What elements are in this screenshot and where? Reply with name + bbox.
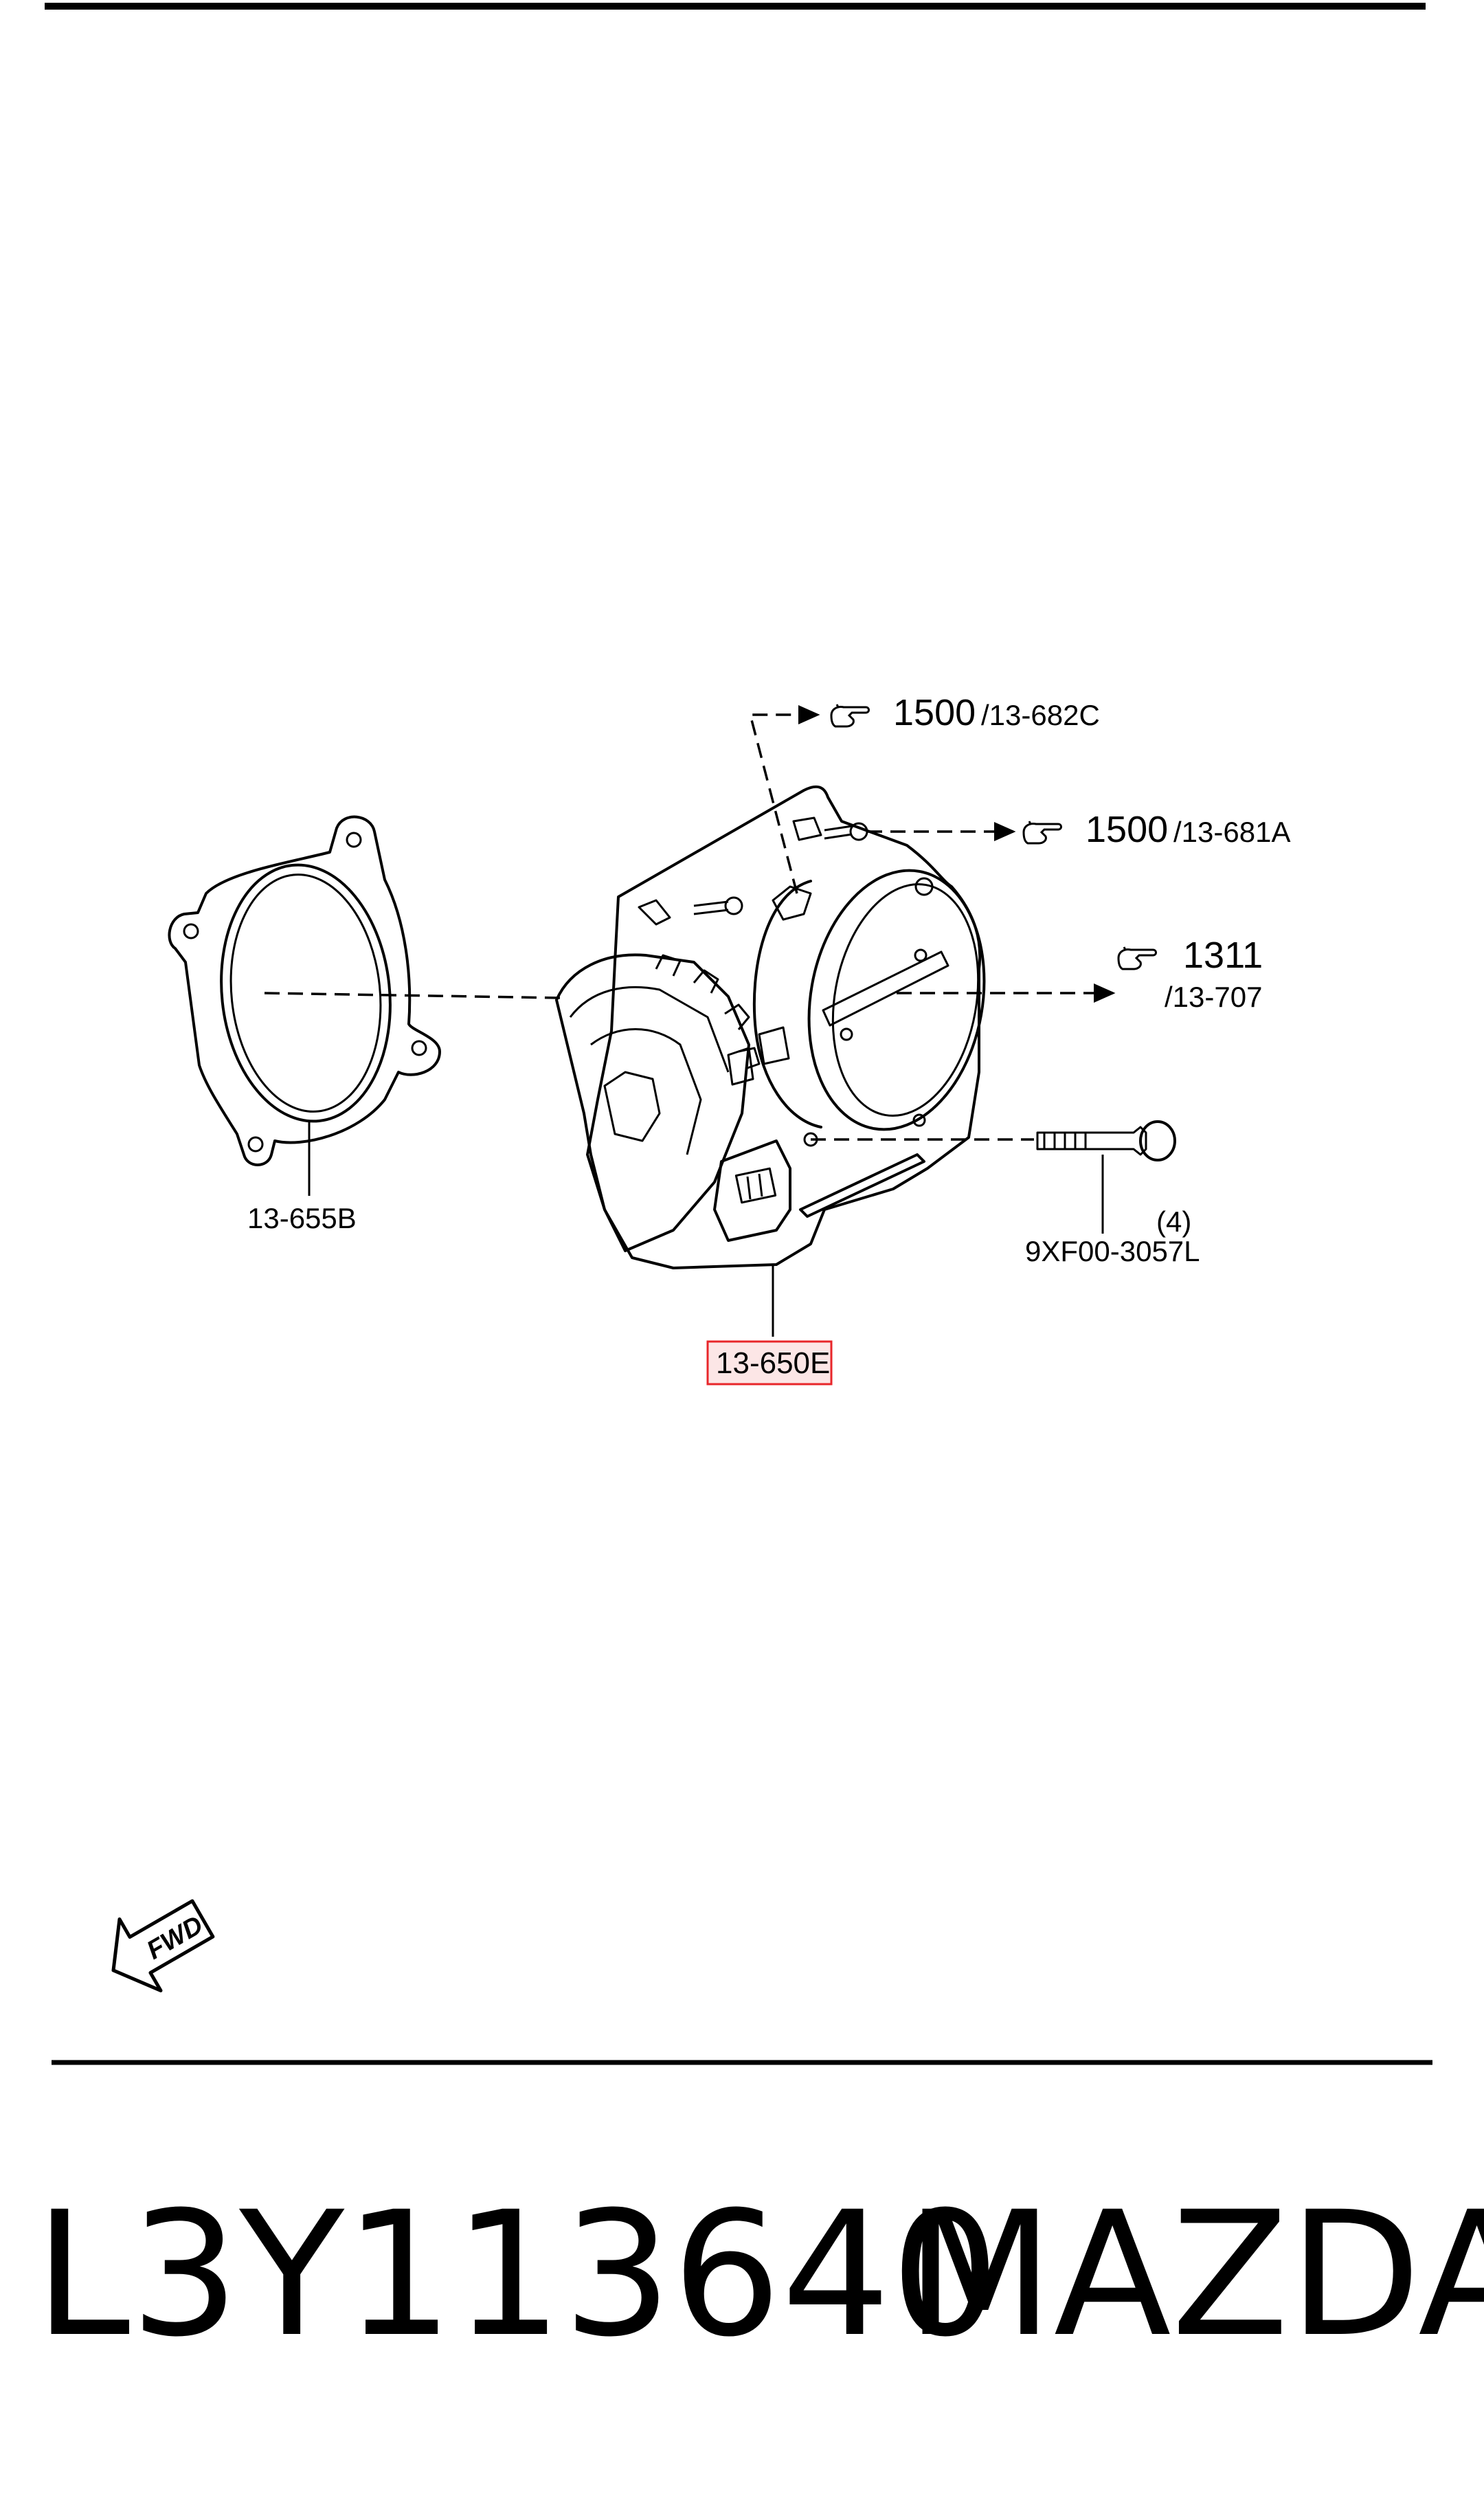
ref-1500-num: 1500 (893, 692, 976, 733)
pointer-hand-icon (1117, 946, 1157, 970)
ref-1500-num: 1500 (1086, 809, 1168, 850)
pointer-hand-icon (830, 703, 870, 728)
vacuum-line (748, 705, 820, 894)
bolt-9xf00-3057l (1036, 1120, 1176, 1161)
throttle-body-13-650e (555, 785, 986, 1269)
ref-13-681a: /13-681A (1173, 816, 1290, 848)
footer-part-number: L3Y113640 (34, 2174, 1000, 2374)
fwd-arrow-icon: FWD (111, 1899, 215, 1992)
ref-13-682c: /13-682C (981, 699, 1100, 731)
bolt-quantity: (4) (1156, 1205, 1191, 1238)
label-13-655b: 13-655B (247, 1202, 357, 1234)
label-9xf00-3057l: 9XF00-3057L (1025, 1235, 1200, 1267)
footer-brand: MAZDA (906, 2174, 1484, 2374)
pointer-hand-icon (1022, 820, 1062, 845)
label-13-650e[interactable]: 13-650E (716, 1346, 830, 1380)
highlight-box (706, 1340, 833, 1386)
ref-1311-num: 1311 (1183, 935, 1263, 976)
ref-13-707: /13-707 (1165, 981, 1262, 1013)
gasket-13-655b (168, 815, 441, 1166)
gasket-centerline (264, 992, 561, 999)
